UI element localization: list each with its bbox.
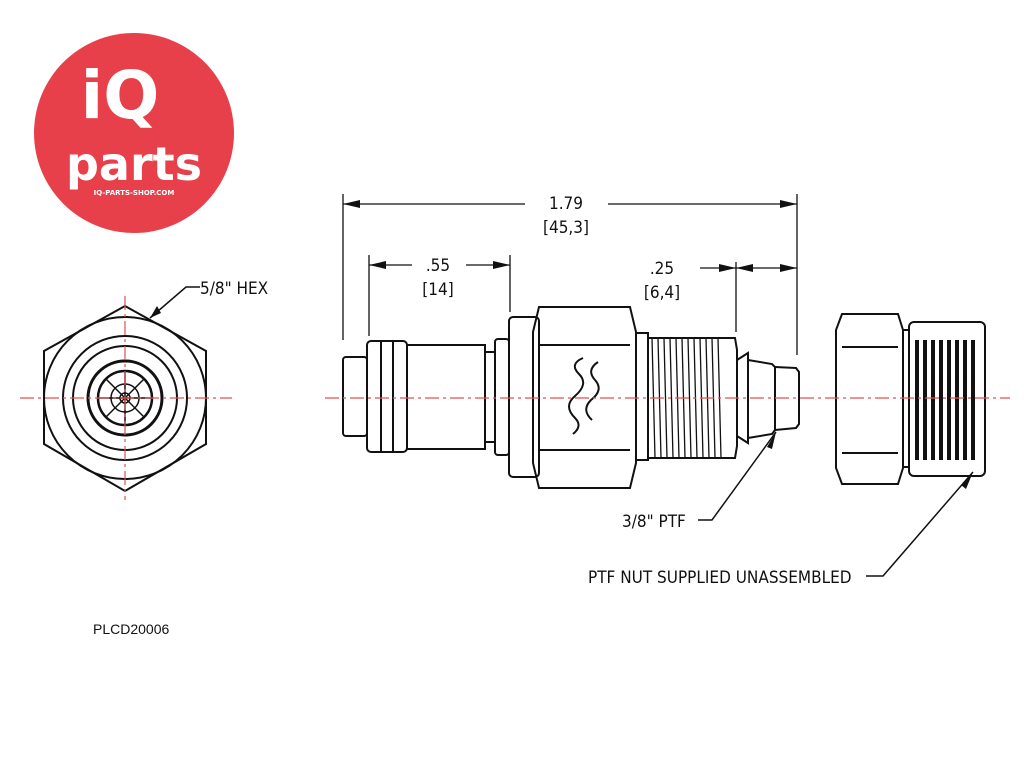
leader-arrows — [767, 432, 973, 489]
logo-circle — [34, 33, 234, 233]
hex-body — [532, 306, 637, 489]
thread-label: 3/8" PTF — [622, 512, 686, 532]
logo-parts: parts — [66, 137, 202, 191]
thread-start — [635, 332, 649, 461]
collar — [366, 340, 408, 453]
hex-leader — [149, 286, 200, 319]
cpc-mark — [568, 357, 600, 435]
end-view-centerlines — [20, 296, 232, 500]
ptf-nut — [835, 313, 986, 485]
nut-note-label: PTF NUT SUPPLIED UNASSEMBLED — [588, 568, 852, 588]
body — [406, 344, 486, 450]
nut-hex — [835, 313, 904, 485]
barb-length-label: .25 — [650, 259, 674, 279]
dimension-lines — [342, 194, 798, 355]
thread-body — [647, 337, 738, 459]
overall-length-label: 1.79 — [549, 194, 583, 214]
barb-1 — [747, 359, 776, 439]
logo-iq: iQ — [81, 57, 160, 134]
logo-url: IQ-PARTS-SHOP.COM — [94, 189, 175, 197]
part-number: PLCD20006 — [93, 621, 170, 637]
shoulder — [494, 338, 510, 456]
dimension-arrows — [343, 200, 797, 272]
nut-knurl — [908, 321, 986, 477]
knurl-lines — [915, 340, 975, 460]
leader-lines — [698, 431, 974, 577]
barb-length-mm-label: [6,4] — [644, 283, 680, 303]
hex-label: 5/8" HEX — [200, 279, 268, 299]
body-length-label: .55 — [426, 256, 450, 276]
neck — [484, 351, 496, 443]
iq-parts-logo: iQ parts IQ-PARTS-SHOP.COM — [34, 33, 234, 233]
flange — [508, 316, 540, 478]
tip — [342, 356, 368, 437]
overall-length-mm-label: [45,3] — [543, 218, 589, 238]
barb-base — [736, 351, 749, 445]
barb-2 — [774, 366, 800, 431]
body-length-mm-label: [14] — [422, 280, 453, 300]
